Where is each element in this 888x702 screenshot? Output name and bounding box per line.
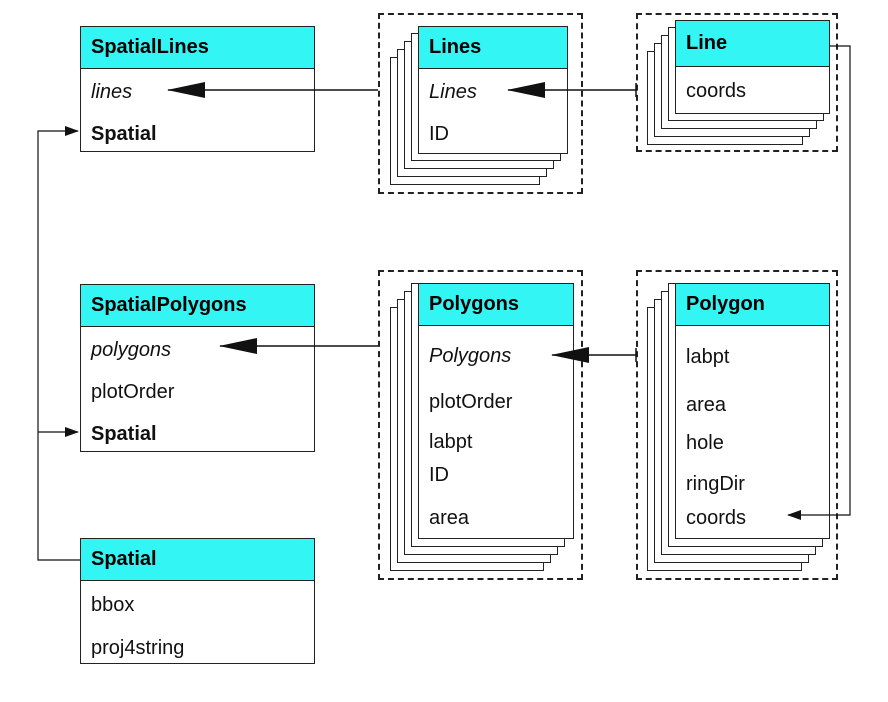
field-ringdir: ringDir [686, 473, 745, 495]
field-id: ID [429, 123, 449, 145]
field-lines: lines [91, 81, 133, 103]
field-spatial: Spatial [91, 123, 157, 145]
spatialpolygons-class: SpatialPolygons polygons plotOrder Spati… [80, 284, 315, 452]
field-plotorder: plotOrder [429, 391, 513, 413]
field-lines: Lines [429, 81, 477, 103]
polygons-group-frame [378, 270, 583, 580]
class-title: Polygon [686, 293, 765, 315]
spatiallines-class: SpatialLines lines Spatial [80, 26, 315, 152]
line-group-frame [636, 13, 838, 152]
class-title: SpatialPolygons [91, 294, 247, 316]
field-labpt: labpt [429, 431, 473, 453]
class-header: Spatial [81, 539, 314, 581]
field-proj4string: proj4string [91, 637, 185, 659]
field-coords: coords [686, 507, 747, 529]
polygon-group-frame [636, 270, 838, 580]
polygons-class: Polygons Polygons plotOrder labpt ID are… [418, 283, 574, 539]
line-class: Line coords [675, 20, 830, 114]
field-polygons: Polygons [429, 345, 512, 367]
field-bbox: bbox [91, 594, 135, 616]
field-polygons: polygons [91, 339, 172, 361]
field-id: ID [429, 464, 449, 486]
field-spatial: Spatial [91, 423, 157, 445]
class-header: SpatialLines [81, 27, 314, 69]
class-title: Spatial [91, 548, 157, 570]
spatial-to-spatiallines-connector [37, 126, 80, 561]
lines-group-frame [378, 13, 583, 194]
class-header: Lines [419, 27, 567, 69]
polygon-class: Polygon labpt area hole ringDir coords [675, 283, 830, 539]
field-labpt: labpt [686, 346, 730, 368]
class-header: Line [676, 21, 829, 67]
field-area: area [429, 507, 470, 529]
spatial-class: Spatial bbox proj4string [80, 538, 315, 664]
field-area: area [686, 394, 727, 416]
line-to-polygon-coords-connector [787, 45, 851, 520]
field-coords: coords [686, 80, 747, 102]
field-hole: hole [686, 432, 724, 454]
class-header: Polygons [419, 284, 573, 326]
class-title: Line [686, 32, 728, 54]
class-title: Lines [429, 36, 482, 58]
class-header: Polygon [676, 284, 829, 326]
class-header: SpatialPolygons [81, 285, 314, 327]
field-plotorder: plotOrder [91, 381, 175, 403]
class-title: SpatialLines [91, 36, 209, 58]
class-title: Polygons [429, 293, 520, 315]
